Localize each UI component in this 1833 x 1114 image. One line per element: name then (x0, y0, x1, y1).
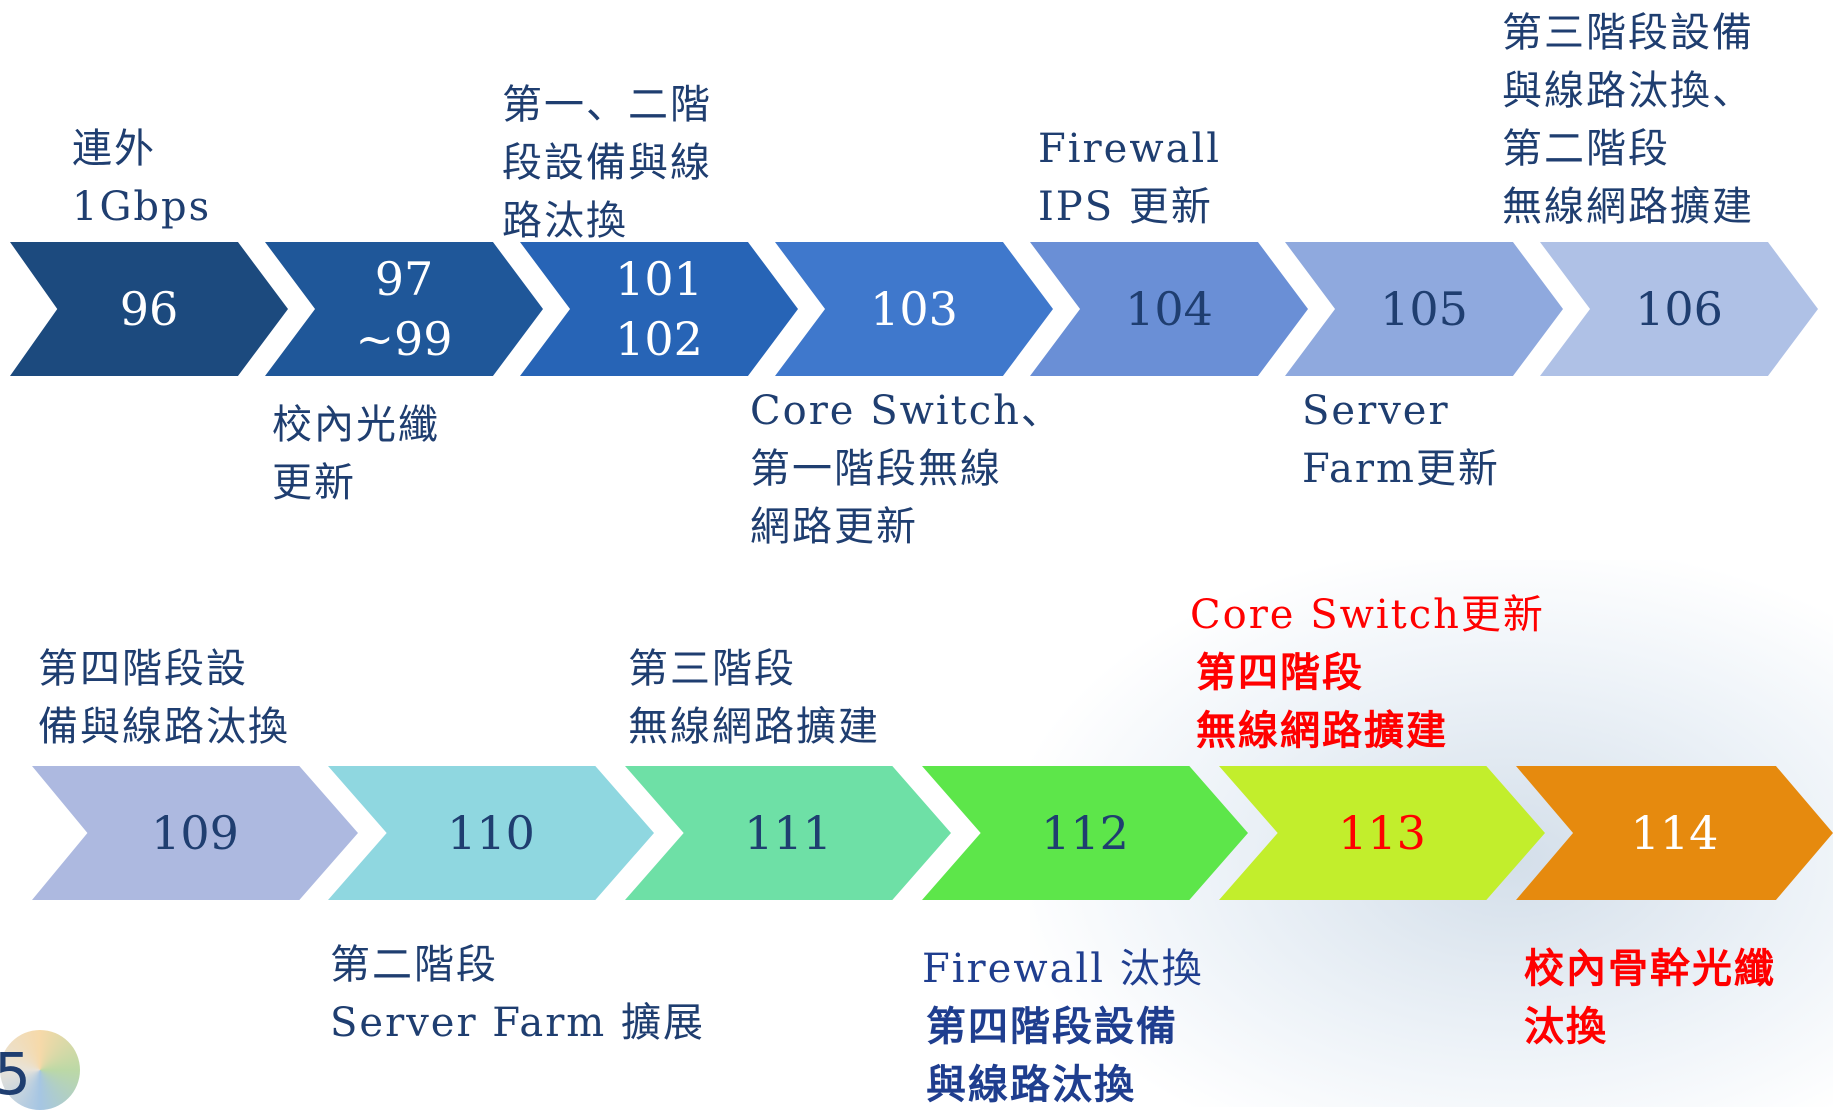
chevron-105: 105 (1285, 242, 1563, 376)
year-111: 111 (744, 806, 832, 860)
chevron-97-99: 97 ~99 (265, 242, 543, 376)
year-110: 110 (447, 806, 535, 860)
label-96: 連外 1Gbps (72, 126, 212, 230)
year-109: 109 (151, 806, 239, 860)
year-105: 105 (1380, 282, 1468, 336)
label-101-102: 第一、二階 段設備與線 路汰換 (502, 82, 712, 244)
label-112-line1: Firewall 汰換 (922, 946, 1204, 992)
chevron-114: 114 (1516, 766, 1833, 900)
label-111: 第三階段 無線網路擴建 (628, 646, 880, 750)
year-112: 112 (1041, 806, 1129, 860)
label-104: Firewall IPS 更新 (1038, 126, 1222, 230)
label-105: Server Farm更新 (1302, 388, 1500, 492)
label-103: Core Switch、 第一階段無線 網路更新 (750, 388, 1063, 550)
chevron-96: 96 (10, 242, 288, 376)
page-logo-icon (0, 1030, 80, 1110)
year-113: 113 (1338, 806, 1426, 860)
label-114: 校內骨幹光纖 汰換 (1524, 945, 1776, 1050)
label-109: 第四階段設 備與線路汰換 (38, 646, 290, 750)
year-101-102: 101 102 (615, 252, 703, 366)
year-114: 114 (1630, 806, 1719, 860)
year-97-99: 97 ~99 (355, 252, 453, 366)
chevron-106: 106 (1540, 242, 1818, 376)
year-106: 106 (1635, 282, 1723, 336)
page-number: 5 (0, 1040, 31, 1108)
chevron-111: 111 (625, 766, 951, 900)
year-104: 104 (1125, 282, 1213, 336)
label-97-99: 校內光纖 更新 (272, 402, 440, 506)
chevron-101-102: 101 102 (520, 242, 798, 376)
year-103: 103 (870, 282, 958, 336)
chevron-104: 104 (1030, 242, 1308, 376)
chevron-112: 112 (922, 766, 1248, 900)
chevron-109: 109 (32, 766, 358, 900)
chevron-110: 110 (328, 766, 654, 900)
year-96: 96 (119, 282, 179, 336)
label-113-line2: 第四階段 無線網路擴建 (1196, 649, 1448, 754)
label-106: 第三階段設備 與線路汰換、 第二階段 無線網路擴建 (1502, 10, 1754, 230)
label-112-line2: 第四階段設備 與線路汰換 (926, 1003, 1178, 1108)
label-113-line1: Core Switch更新 (1190, 592, 1545, 638)
chevron-103: 103 (775, 242, 1053, 376)
label-110: 第二階段 Server Farm 擴展 (330, 942, 705, 1046)
